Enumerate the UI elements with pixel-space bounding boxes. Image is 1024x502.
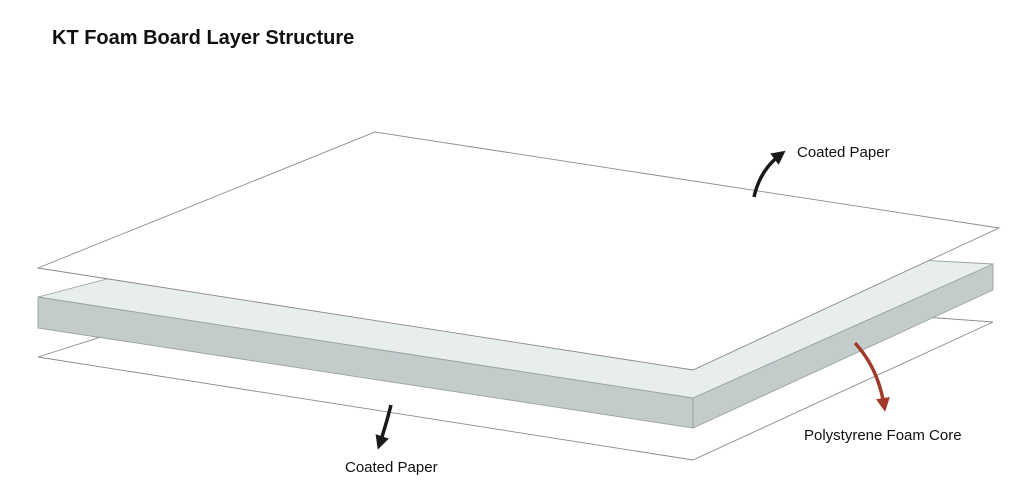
top-paper-sheet xyxy=(36,131,1001,371)
top-paper-arrow xyxy=(752,150,786,198)
diagram-title: KT Foam Board Layer Structure xyxy=(52,27,354,49)
bottom-paper-arrow xyxy=(375,404,393,450)
bottom-paper-label: Coated Paper xyxy=(345,459,438,476)
top-paper-label: Coated Paper xyxy=(797,144,890,161)
foam-core-arrow xyxy=(853,341,890,412)
foam-core-label: Polystyrene Foam Core xyxy=(804,427,962,444)
